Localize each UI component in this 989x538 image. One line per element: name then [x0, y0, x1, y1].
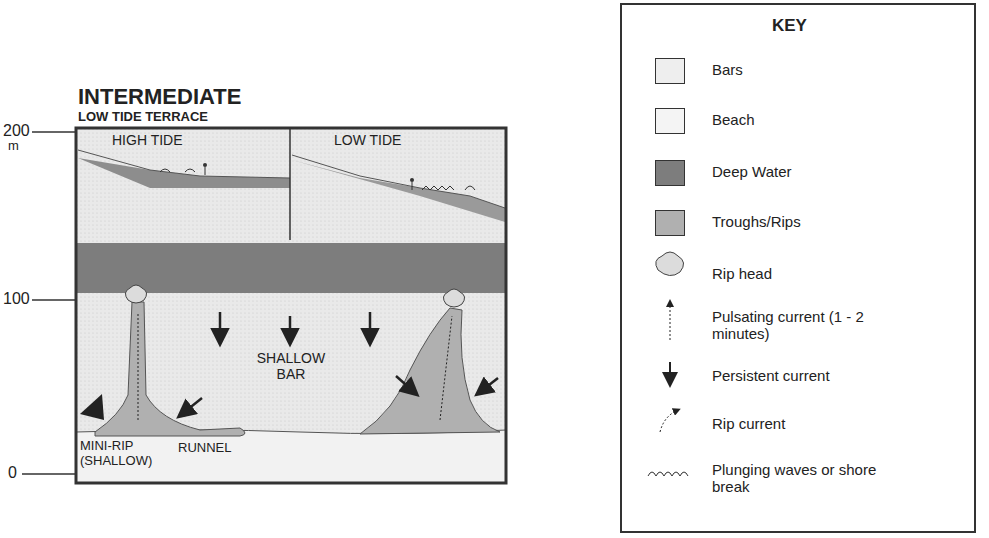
feature-label: MINI-RIP (SHALLOW)	[80, 439, 170, 469]
rip-heads	[125, 285, 464, 307]
key-symbols	[648, 252, 688, 476]
panel-label: HIGH TIDE	[112, 132, 183, 148]
axis-value: 0	[8, 464, 17, 482]
legend-text: Plunging waves or shore break	[712, 461, 877, 496]
deep-water	[76, 243, 506, 293]
zone-label: SHALLOW BAR	[246, 350, 336, 382]
legend-swatch	[655, 58, 685, 84]
axis-value: 200	[3, 122, 30, 140]
legend-text: Deep Water	[712, 163, 877, 180]
axis-value: 100	[3, 290, 30, 308]
legend-swatch	[655, 108, 685, 134]
panel-label: LOW TIDE	[334, 132, 401, 148]
subtitle: LOW TIDE TERRACE	[78, 110, 208, 125]
legend-swatch	[655, 160, 685, 186]
legend-text: Rip head	[712, 265, 877, 282]
legend-text: Rip current	[712, 415, 877, 432]
axis-unit: m	[8, 139, 19, 154]
legend-text: Pulsating current (1 - 2 minutes)	[712, 308, 877, 343]
pulsating-currents	[138, 312, 452, 420]
tide-profiles	[78, 128, 505, 240]
feature-label: RUNNEL	[178, 441, 231, 456]
legend-text: Beach	[712, 111, 877, 128]
legend-text: Persistent current	[712, 367, 877, 384]
legend-text: Bars	[712, 61, 877, 78]
legend-swatch	[655, 210, 685, 236]
legend-title: KEY	[772, 16, 807, 36]
rip-channels	[95, 302, 500, 436]
key-box	[621, 4, 975, 532]
axis-ticks	[22, 132, 75, 474]
legend-text: Troughs/Rips	[712, 213, 877, 230]
diagram-title: INTERMEDIATE	[78, 84, 241, 109]
